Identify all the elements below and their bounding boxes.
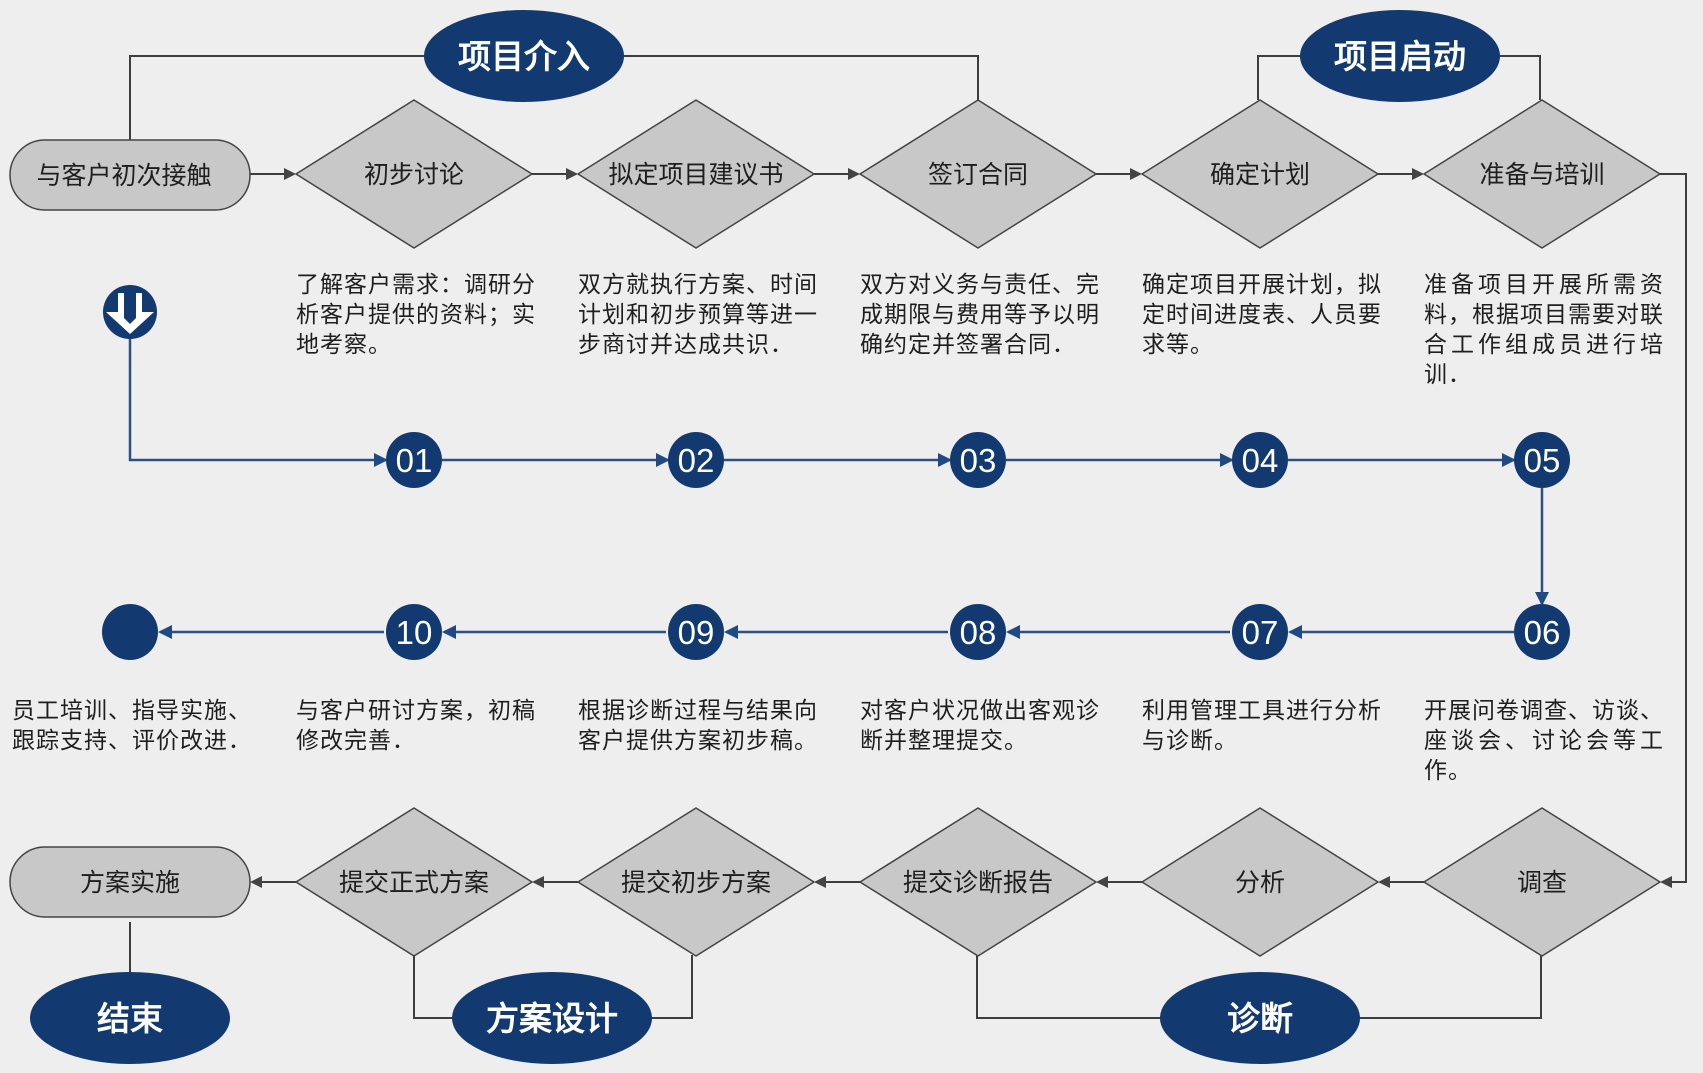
timeline-number: 03 bbox=[960, 442, 997, 479]
description-training: 准备项目开展所需资料，根据项目需要对联合工作组成员进行培训． bbox=[1424, 272, 1664, 388]
step-discussion-node: 初步讨论 bbox=[294, 99, 534, 249]
phase-diagnosis-label: 诊断 bbox=[1227, 999, 1293, 1038]
right-side-connector bbox=[1660, 173, 1687, 888]
timeline-number: 06 bbox=[1524, 614, 1561, 651]
description-implementation: 员工培训、指导实施、跟踪支持、评价改进． bbox=[12, 698, 252, 754]
phase-intro-oval: 项目介入 bbox=[424, 10, 624, 102]
description-contract: 双方对义务与责任、完成期限与费用等予以明确约定并签署合同． bbox=[860, 272, 1100, 358]
timeline-node-10: 10 bbox=[386, 604, 442, 660]
description-proposal: 双方就执行方案、时间计划和初步预算等进一步商讨并达成共识． bbox=[578, 272, 818, 358]
timeline-number: 05 bbox=[1524, 442, 1561, 479]
timeline-node-04: 04 bbox=[1232, 432, 1288, 488]
step-discussion-label: 初步讨论 bbox=[364, 160, 464, 189]
step-formal-node: 提交正式方案 bbox=[294, 807, 534, 957]
timeline-start-icon bbox=[103, 285, 157, 339]
timeline-node-03: 03 bbox=[950, 432, 1006, 488]
step-analysis-label: 分析 bbox=[1235, 868, 1285, 897]
phase-start-label: 项目启动 bbox=[1334, 37, 1466, 76]
step-report-node: 提交诊断报告 bbox=[858, 807, 1098, 957]
implementation-label: 方案实施 bbox=[80, 868, 180, 897]
step-training-label: 准备与培训 bbox=[1479, 160, 1604, 189]
description-analysis: 利用管理工具进行分析与诊断。 bbox=[1142, 698, 1382, 754]
timeline-number: 01 bbox=[396, 442, 433, 479]
timeline-node-08: 08 bbox=[950, 604, 1006, 660]
timeline-node-05: 05 bbox=[1514, 432, 1570, 488]
step-survey-label: 调查 bbox=[1517, 868, 1567, 897]
description-report: 对客户状况做出客观诊断并整理提交。 bbox=[860, 698, 1100, 754]
timeline-number: 02 bbox=[678, 442, 715, 479]
phase-end-label: 结束 bbox=[97, 999, 163, 1038]
phase-diagnosis-oval: 诊断 bbox=[1160, 972, 1360, 1064]
timeline-node-02: 02 bbox=[668, 432, 724, 488]
description-draft: 根据诊断过程与结果向客户提供方案初步稿。 bbox=[578, 698, 818, 754]
step-draft-label: 提交初步方案 bbox=[621, 868, 771, 897]
timeline-start-connector bbox=[128, 338, 388, 467]
description-survey: 开展问卷调查、访谈、座谈会、讨论会等工作。 bbox=[1424, 698, 1664, 784]
timeline-number: 04 bbox=[1242, 442, 1279, 479]
step-proposal-label: 拟定项目建议书 bbox=[608, 160, 783, 189]
description-plan: 确定项目开展计划，拟定时间进度表、人员要求等。 bbox=[1142, 272, 1382, 358]
timeline-number: 08 bbox=[960, 614, 997, 651]
first-contact-label: 与客户初次接触 bbox=[36, 161, 211, 190]
description-formal: 与客户研讨方案，初稿修改完善． bbox=[296, 698, 536, 754]
step-analysis-node: 分析 bbox=[1140, 807, 1380, 957]
step-proposal-node: 拟定项目建议书 bbox=[576, 99, 816, 249]
timeline-node-09: 09 bbox=[668, 604, 724, 660]
timeline-node-01: 01 bbox=[386, 432, 442, 488]
phase-design-oval: 方案设计 bbox=[452, 972, 652, 1064]
step-plan-node: 确定计划 bbox=[1140, 99, 1380, 249]
implementation-node: 方案实施 bbox=[9, 846, 251, 918]
step-draft-node: 提交初步方案 bbox=[576, 807, 816, 957]
timeline-node-07: 07 bbox=[1232, 604, 1288, 660]
phase-end-oval: 结束 bbox=[30, 972, 230, 1064]
description-discussion: 了解客户需求：调研分析客户提供的资料；实地考察。 bbox=[296, 272, 536, 358]
step-plan-label: 确定计划 bbox=[1210, 160, 1310, 189]
step-survey-node: 调查 bbox=[1422, 807, 1662, 957]
step-formal-label: 提交正式方案 bbox=[339, 868, 489, 897]
timeline-number: 07 bbox=[1242, 614, 1279, 651]
phase-intro-label: 项目介入 bbox=[458, 37, 590, 76]
phase-design-label: 方案设计 bbox=[486, 999, 618, 1038]
step-contract-node: 签订合同 bbox=[858, 99, 1098, 249]
timeline-end-dot bbox=[102, 604, 158, 660]
first-contact-node: 与客户初次接触 bbox=[9, 139, 251, 211]
phase-start-oval: 项目启动 bbox=[1300, 10, 1500, 102]
timeline-number: 10 bbox=[396, 614, 433, 651]
timeline-node-06: 06 bbox=[1514, 604, 1570, 660]
step-report-label: 提交诊断报告 bbox=[903, 868, 1053, 897]
step-contract-label: 签订合同 bbox=[928, 160, 1028, 189]
timeline-number: 09 bbox=[678, 614, 715, 651]
step-training-node: 准备与培训 bbox=[1422, 99, 1662, 249]
